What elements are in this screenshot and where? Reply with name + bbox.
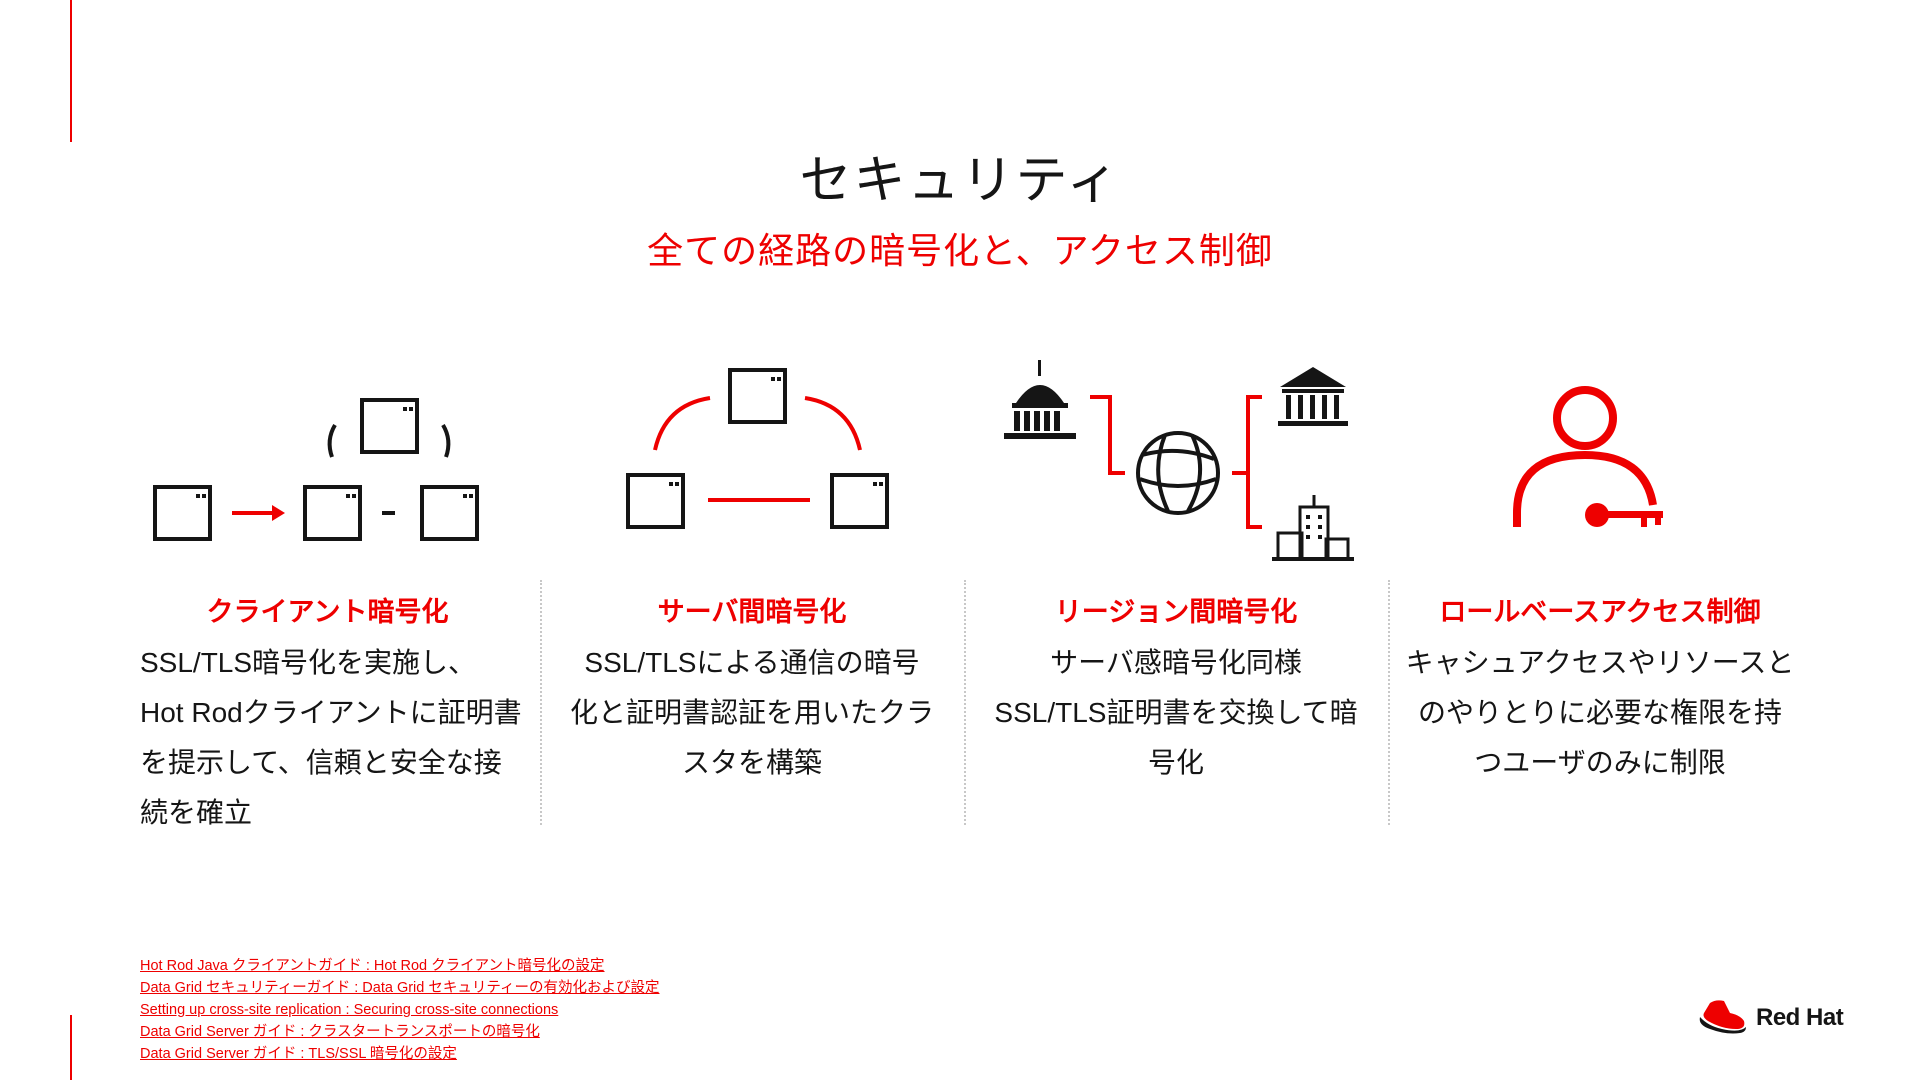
column-heading: サーバ間暗号化 — [657, 597, 847, 627]
column-server-encryption: サーバ間暗号化 SSL/TLSによる通信の暗号 化と証明書認証を用いたクラ スタ… — [552, 590, 952, 788]
column-body: SSL/TLSによる通信の暗号 化と証明書認証を用いたクラ スタを構築 — [552, 638, 952, 788]
body-line: サーバ感暗号化同様 — [1050, 647, 1302, 678]
column-client-encryption: クライアント暗号化 SSL/TLS暗号化を実施し、 Hot Rodクライアントに… — [140, 590, 525, 838]
body-line: キャシュアクセスやリソースと — [1405, 647, 1795, 678]
body-line: 化と証明書認証を用いたクラ — [569, 697, 934, 728]
body-line: SSL/TLS証明書を交換して暗 — [994, 697, 1358, 728]
link-cross-site-replication[interactable]: Setting up cross-site replication : Secu… — [140, 1002, 559, 1018]
body-line: 続を確立 — [140, 797, 253, 828]
link-cluster-transport-encryption[interactable]: Data Grid Server ガイド : クラスタートランスポートの暗号化 — [140, 1024, 540, 1040]
body-line: つユーザのみに制限 — [1474, 747, 1726, 778]
region-network-icon — [1004, 360, 1354, 561]
column-divider-2 — [964, 580, 966, 825]
body-line: SSL/TLSによる通信の暗号 — [584, 647, 920, 678]
link-tls-ssl-encryption[interactable]: Data Grid Server ガイド : TLS/SSL 暗号化の設定 — [140, 1046, 457, 1062]
redhat-logo: Red Hat — [1696, 996, 1844, 1040]
column-body: SSL/TLS暗号化を実施し、 Hot Rodクライアントに証明書 を提示して、… — [140, 638, 525, 838]
column-heading: ロールベースアクセス制御 — [1439, 597, 1761, 627]
column-body: キャシュアクセスやリソースと のやりとりに必要な権限を持 つユーザのみに制限 — [1400, 638, 1800, 788]
body-line: のやりとりに必要な権限を持 — [1417, 697, 1782, 728]
column-role-based-access: ロールベースアクセス制御 キャシュアクセスやリソースと のやりとりに必要な権限を… — [1400, 590, 1800, 788]
slide-subtitle: 全ての経路の暗号化と、アクセス制御 — [647, 230, 1273, 271]
body-line: SSL/TLS暗号化を実施し、 — [140, 647, 477, 678]
column-divider-1 — [540, 580, 542, 825]
body-line: スタを構築 — [681, 747, 822, 778]
redhat-logo-text: Red Hat — [1756, 1004, 1844, 1031]
client-encryption-icon — [153, 398, 479, 541]
column-divider-3 — [1388, 580, 1390, 825]
slide-title: セキュリティ — [799, 152, 1121, 210]
column-heading: クライアント暗号化 — [206, 597, 449, 627]
column-heading: リージョン間暗号化 — [1054, 597, 1298, 627]
redhat-hat-icon — [1699, 1000, 1746, 1034]
body-line: 号化 — [1147, 747, 1204, 778]
server-cluster-icon — [626, 368, 889, 529]
body-line: を提示して、信頼と安全な接 — [140, 747, 502, 778]
column-region-encryption: リージョン間暗号化 サーバ感暗号化同様 SSL/TLS証明書を交換して暗 号化 — [976, 590, 1376, 788]
body-line: Hot Rodクライアントに証明書 — [140, 697, 522, 728]
decorative-red-line-bottom — [70, 1015, 72, 1080]
column-body: サーバ感暗号化同様 SSL/TLS証明書を交換して暗 号化 — [976, 638, 1376, 788]
reference-links: Hot Rod Java クライアントガイド : Hot Rod クライアント暗… — [140, 955, 840, 1065]
decorative-red-line-top — [70, 0, 72, 142]
link-security-guide[interactable]: Data Grid セキュリティーガイド : Data Grid セキュリティー… — [140, 980, 660, 996]
user-key-icon — [1513, 386, 1663, 527]
link-hotrod-client-encryption[interactable]: Hot Rod Java クライアントガイド : Hot Rod クライアント暗… — [140, 958, 605, 974]
